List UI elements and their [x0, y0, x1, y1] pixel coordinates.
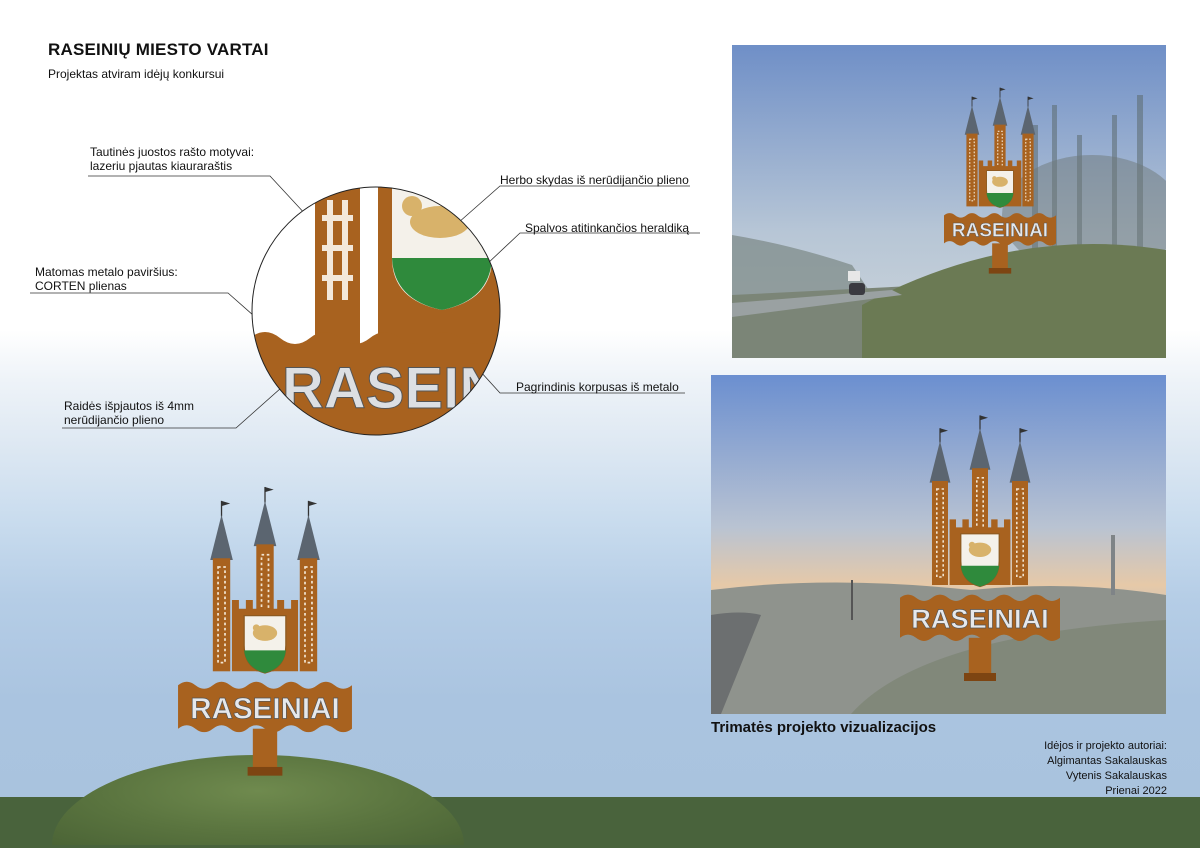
- photo2-sign-text: RASEINIAI: [911, 603, 1048, 634]
- author-name: Algimantas Sakalauskas: [1047, 755, 1167, 767]
- callout-shield: Herbo skydas iš nerūdijančio plieno: [500, 173, 689, 187]
- authors-heading: Idėjos ir projekto autoriai:: [1044, 740, 1167, 752]
- main-sign-render: RASEINIAI: [177, 486, 353, 777]
- authors-block: Idėjos ir projekto autoriai: Algimantas …: [1044, 739, 1167, 799]
- callout-letters: Raidės išpjautos iš 4mm nerūdijančio pli…: [64, 399, 195, 427]
- visualization-photo-1: RASEINIAI: [732, 45, 1166, 358]
- photo1-sign-text: RASEINIAI: [952, 221, 1048, 242]
- main-sign-text: RASEINIAI: [190, 692, 339, 725]
- detail-sign-text: RASEIN: [282, 356, 501, 421]
- callout-colors: Spalvos atitinkančios heraldiką: [525, 221, 690, 235]
- visualizations-caption: Trimatės projekto vizualizacijos: [711, 719, 937, 736]
- callout-body: Pagrindinis korpusas iš metalo: [516, 380, 679, 394]
- page-subtitle: Projektas atviram idėjų konkursui: [48, 67, 225, 81]
- page-title: RASEINIŲ MIESTO VARTAI: [48, 40, 269, 59]
- place-year: Prienai 2022: [1105, 785, 1167, 797]
- author-name: Vytenis Sakalauskas: [1065, 770, 1167, 782]
- callout-metal-surface: Matomas metalo paviršius: CORTEN plienas: [35, 265, 178, 293]
- detail-zoom: RASEIN: [252, 187, 501, 435]
- visualization-photo-2: RASEINIAI: [711, 375, 1166, 714]
- callout-motifs: Tautinės juostos rašto motyvai: lazeriu …: [90, 145, 255, 173]
